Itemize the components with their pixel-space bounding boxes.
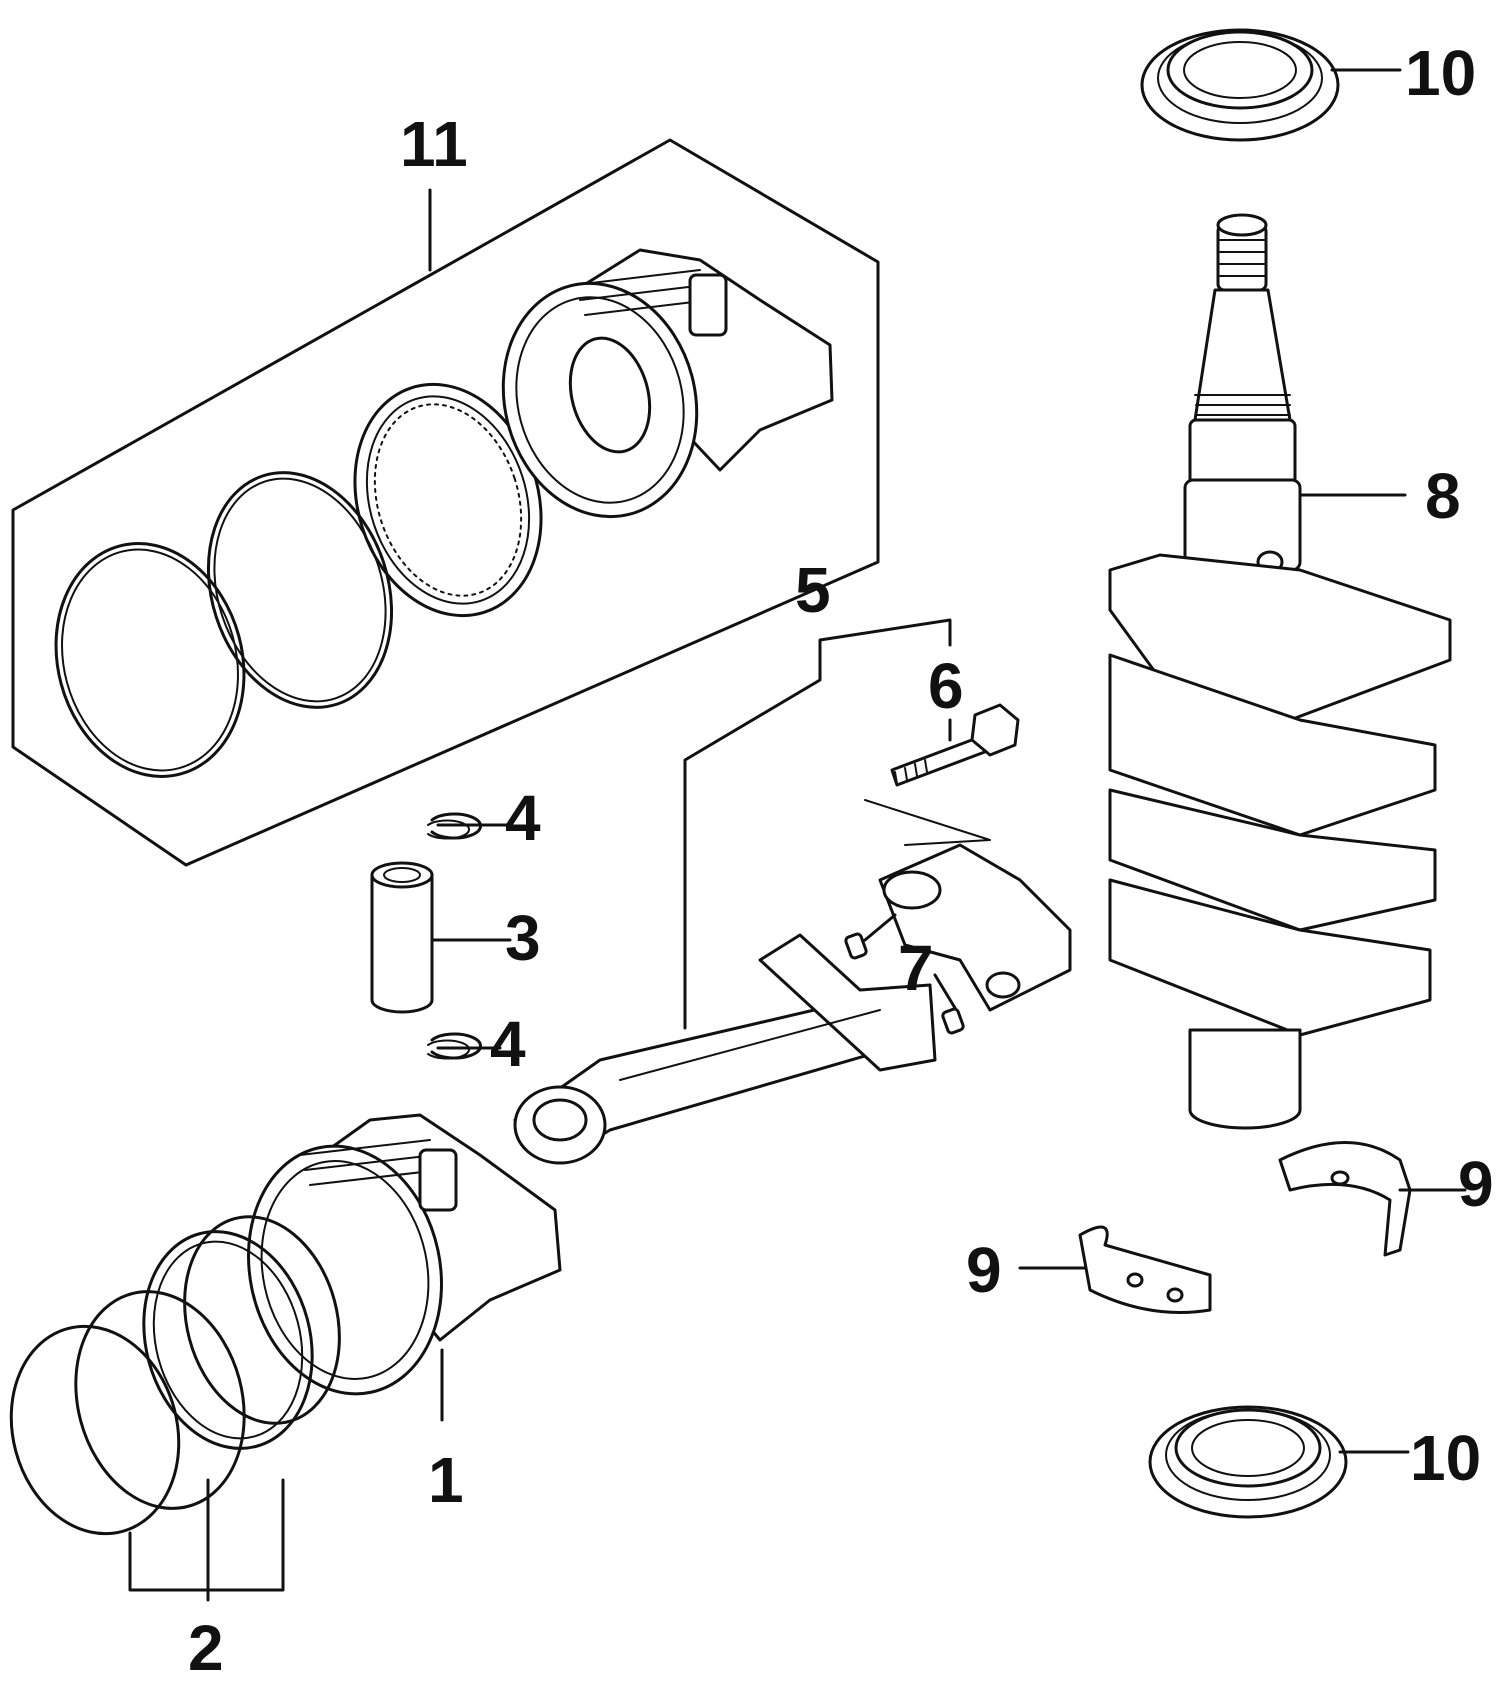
- kit-piston: [501, 248, 834, 519]
- rod-cap-bolt: [890, 703, 1020, 787]
- piston: [247, 1113, 562, 1422]
- piston-ring-set: [9, 1215, 341, 1602]
- connecting-rod: [513, 933, 937, 1165]
- leader-7a: [863, 913, 897, 942]
- callout-7: 7: [898, 932, 934, 1004]
- dowel-pins: [844, 913, 965, 1035]
- oil-seal-top: [1140, 28, 1402, 142]
- oil-seal-bottom: [1148, 1405, 1410, 1519]
- kit-ring-1: [54, 542, 246, 778]
- main-bearing-lower: [1018, 1225, 1212, 1314]
- piston-pin-clip-bottom: [427, 1032, 502, 1060]
- main-bearing-upper: [1278, 1141, 1467, 1257]
- callout-2: 2: [188, 1612, 224, 1684]
- callout-9-right: 9: [1458, 1148, 1494, 1220]
- kit-outline: [11, 138, 880, 867]
- callout-11: 11: [400, 108, 468, 180]
- callout-1: 1: [428, 1444, 464, 1516]
- piston-pin-clip-top: [427, 812, 512, 840]
- leader-5: [683, 618, 952, 1030]
- callout-10-bottom: 10: [1410, 1422, 1481, 1494]
- piston-pin: [370, 861, 512, 1014]
- callout-5: 5: [795, 554, 831, 626]
- rod-cap: [864, 799, 1072, 1012]
- callout-9-left: 9: [966, 1234, 1002, 1306]
- callout-4-bottom: 4: [490, 1008, 526, 1080]
- kit-ring-3: [353, 382, 543, 618]
- crankshaft: [1108, 213, 1452, 1130]
- leader-7b: [933, 973, 957, 1010]
- callout-6: 6: [928, 650, 964, 722]
- callout-10-top: 10: [1405, 37, 1476, 109]
- callout-8: 8: [1425, 460, 1461, 532]
- callout-4-top: 4: [505, 782, 541, 854]
- kit-ring-2: [206, 471, 394, 709]
- piston-kit-assembly: [11, 138, 880, 867]
- callout-3: 3: [505, 902, 541, 974]
